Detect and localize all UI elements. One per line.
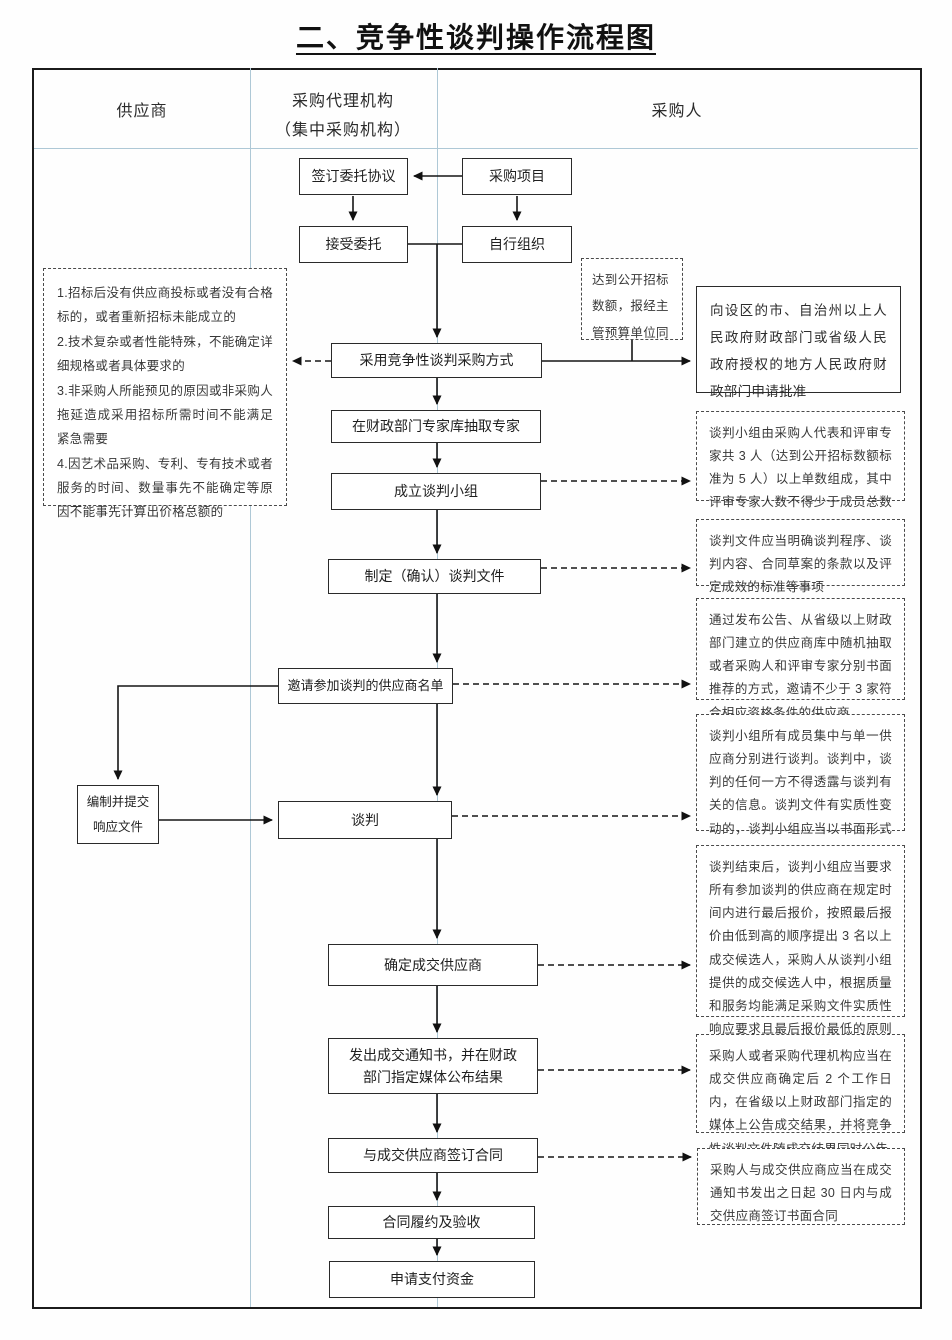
node-determine-supplier: 确定成交供应商 bbox=[328, 944, 538, 986]
note-negotiation-rules: 谈判小组所有成员集中与单一供应商分别进行谈判。谈判中，谈判的任何一方不得透露与谈… bbox=[696, 714, 905, 859]
lane-label-purchaser: 采购人 bbox=[651, 103, 703, 120]
chart-border bbox=[32, 68, 922, 1309]
page-title: 二、竞争性谈判操作流程图 bbox=[295, 22, 656, 53]
node-invite-suppliers: 邀请参加谈判的供应商名单 bbox=[278, 668, 453, 704]
note-conditions-item2: 2.技术复杂或者性能特殊，不能确定详细规格或者具体要求的 bbox=[57, 334, 273, 374]
lane-label-agency-line2: （集中采购机构） bbox=[274, 121, 411, 139]
node-procurement-project: 采购项目 bbox=[462, 158, 572, 195]
node-self-organize: 自行组织 bbox=[462, 226, 572, 263]
note-final-offer: 谈判结束后，谈判小组应当要求所有参加谈判的供应商在规定时间内进行最后报价，按照最… bbox=[696, 845, 905, 1082]
note-document-requirements: 谈判文件应当明确谈判程序、谈判内容、合同草案的条款以及评定成效的标准等事项 bbox=[696, 519, 905, 594]
node-apply-payment: 申请支付资金 bbox=[329, 1261, 535, 1298]
note-conditions-item1: 1.招标后没有供应商投标或者没有合格标的，或者重新招标未能成立的 bbox=[57, 286, 273, 325]
note-announcement: 采购人或者采购代理机构应当在成交供应商确定后 2 个工作日内，在省级以上财政部门… bbox=[696, 1034, 905, 1156]
note-invitation-method: 通过发布公告、从省级以上财政部门建立的供应商库中随机抽取或者采购人和评审专家分别… bbox=[696, 598, 905, 720]
node-form-group: 成立谈判小组 bbox=[331, 473, 541, 510]
node-draw-experts: 在财政部门专家库抽取专家 bbox=[331, 410, 541, 443]
node-contract-acceptance: 合同履约及验收 bbox=[328, 1206, 535, 1239]
node-accept-entrust: 接受委托 bbox=[299, 226, 408, 263]
note-conditions-item4: 4.因艺术品采购、专利、专有技术或者服务的时间、数量事先不能确定等原因不能事先计… bbox=[57, 456, 273, 520]
node-prepare-response: 编制并提交 响应文件 bbox=[77, 785, 159, 844]
note-contract-deadline: 采购人与成交供应商应当在成交通知书发出之日起 30 日内与成交供应商签订书面合同 bbox=[697, 1148, 905, 1225]
node-issue-notice: 发出成交通知书，并在财政部门指定媒体公布结果 bbox=[328, 1038, 538, 1094]
lane-divider-supplier-agency bbox=[250, 68, 251, 1307]
node-sign-agreement: 签订委托协议 bbox=[299, 158, 408, 195]
note-approval: 向设区的市、自治州以上人民政府财政部门或省级人民政府授权的地方人民政府财政部门申… bbox=[696, 286, 901, 399]
node-adopt-method: 采用竞争性谈判采购方式 bbox=[331, 343, 542, 378]
lane-label-agency: 采购代理机构 （集中采购机构） bbox=[253, 88, 433, 146]
lane-header-separator bbox=[34, 148, 918, 149]
note-group-composition: 谈判小组由采购人代表和评审专家共 3 人（达到公开招标数额标准为 5 人）以上单… bbox=[696, 411, 905, 533]
note-threshold: 达到公开招标数额，报经主管预算单位同 bbox=[581, 258, 683, 340]
lane-label-supplier: 供应商 bbox=[116, 103, 168, 120]
node-make-documents: 制定（确认）谈判文件 bbox=[328, 559, 541, 594]
lane-label-agency-line1: 采购代理机构 bbox=[291, 93, 394, 110]
node-negotiation: 谈判 bbox=[278, 801, 452, 839]
note-conditions: 1.招标后没有供应商投标或者没有合格标的，或者重新招标未能成立的 2.技术复杂或… bbox=[43, 268, 287, 519]
node-sign-contract: 与成交供应商签订合同 bbox=[328, 1138, 538, 1173]
note-conditions-item3: 3.非采购人所能预见的原因或非采购人拖延造成采用招标所需时间不能满足紧急需要 bbox=[57, 383, 273, 447]
